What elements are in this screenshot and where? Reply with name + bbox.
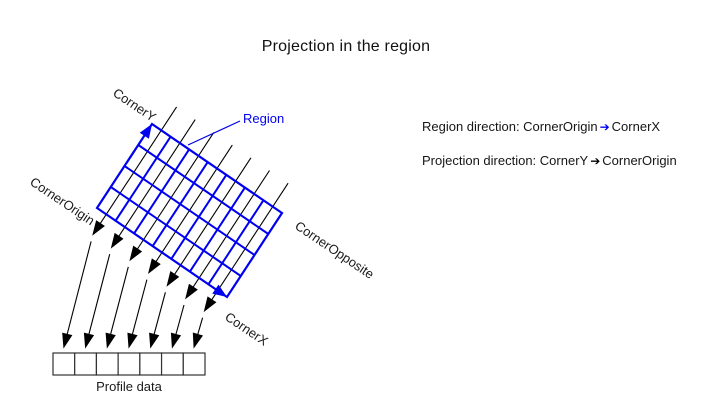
direction-notes: Region direction: CornerOrigin➔CornerX P… [422, 119, 677, 169]
region-direction-to: CornerX [611, 119, 661, 134]
profile-cell [95, 352, 119, 376]
corner-x-label: CornerX [222, 309, 271, 349]
corner-x-arrowhead [212, 284, 227, 297]
corner-opposite-label: CornerOpposite [292, 218, 376, 282]
profile-cell [160, 352, 184, 376]
black-right-arrow-icon: ➔ [590, 154, 601, 168]
profile-boxes [52, 352, 206, 376]
corner-y-arrowhead [139, 124, 152, 139]
profile-cell [74, 352, 98, 376]
profile-cell [52, 352, 76, 376]
profile-cell [139, 352, 163, 376]
region-direction-note: Region direction: CornerOrigin➔CornerX [422, 119, 677, 135]
profile-cell [182, 352, 206, 376]
projection-direction-to: CornerOrigin [602, 153, 677, 168]
projection-direction-prefix: Projection direction: [422, 153, 540, 168]
blue-right-arrow-icon: ➔ [599, 120, 610, 134]
profile-drop-arrows [62, 241, 204, 349]
projection-direction-note: Projection direction: CornerY➔CornerOrig… [422, 153, 677, 169]
region-label: Region [243, 111, 284, 126]
region-callout-line [187, 120, 241, 146]
region-direction-prefix: Region direction: [422, 119, 524, 134]
region-axis-arrows [139, 124, 227, 297]
profile-cell [117, 352, 141, 376]
profile-data-label: Profile data [96, 379, 163, 394]
figure-title: Projection in the region [261, 38, 431, 55]
region-direction-from: CornerOrigin [523, 119, 598, 134]
projection-lines [92, 106, 289, 313]
corner-y-label: CornerY [110, 85, 159, 125]
projection-direction-from: CornerY [539, 153, 589, 168]
corner-origin-label: CornerOrigin [27, 174, 97, 228]
region-grid [95, 122, 284, 299]
